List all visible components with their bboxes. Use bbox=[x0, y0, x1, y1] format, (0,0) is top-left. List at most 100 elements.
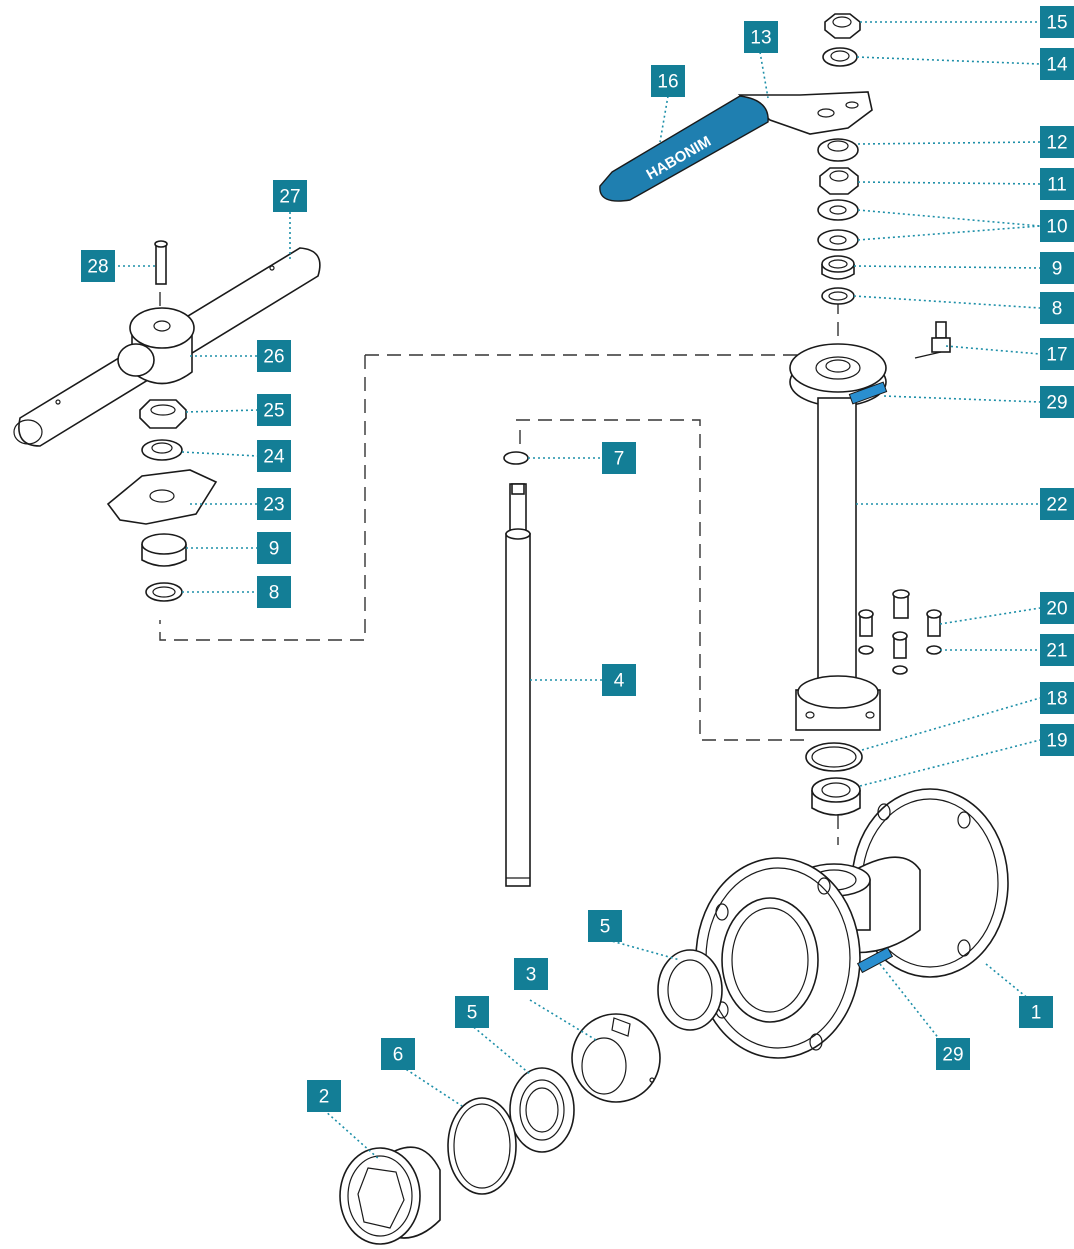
grease-fitting-17 bbox=[914, 321, 951, 359]
end-connector-2 bbox=[339, 1146, 441, 1245]
callout-18: 18 bbox=[1040, 682, 1074, 714]
callout-box bbox=[651, 65, 685, 97]
gasket-6 bbox=[447, 1097, 517, 1195]
callout-box bbox=[81, 250, 115, 282]
callout-number: 11 bbox=[1047, 175, 1067, 196]
callout-box bbox=[1040, 126, 1074, 158]
callout-number: 12 bbox=[1046, 133, 1067, 154]
callout-number: 7 bbox=[614, 449, 625, 470]
callout-4: 4 bbox=[602, 664, 636, 696]
callout-number: 24 bbox=[263, 447, 285, 468]
callout-box bbox=[1040, 210, 1074, 242]
callout-box bbox=[273, 180, 307, 212]
extension-assembly-outline bbox=[159, 354, 830, 641]
callout-number: 19 bbox=[1046, 731, 1067, 752]
callout-box bbox=[588, 910, 622, 942]
bushing-9-left bbox=[141, 533, 187, 567]
callout-box bbox=[257, 488, 291, 520]
callout-box bbox=[1040, 338, 1074, 370]
callout-8: 8 bbox=[1040, 292, 1074, 324]
stem-assembly-outline bbox=[516, 419, 812, 741]
callout-box bbox=[1040, 592, 1074, 624]
leaders bbox=[118, 21, 1041, 1161]
callout-box bbox=[514, 958, 548, 990]
callout-box bbox=[381, 1038, 415, 1070]
callout-box bbox=[1040, 48, 1074, 80]
callout-box bbox=[1019, 996, 1053, 1028]
callout-24: 24 bbox=[257, 440, 291, 472]
callout-box bbox=[455, 996, 489, 1028]
bushing-19 bbox=[811, 777, 861, 816]
callout-box bbox=[936, 1038, 970, 1070]
callout-box bbox=[1040, 488, 1074, 520]
o-ring-7 bbox=[503, 451, 529, 465]
callout-number: 29 bbox=[942, 1045, 963, 1066]
callout-14: 14 bbox=[1040, 48, 1074, 80]
callout-number: 20 bbox=[1046, 599, 1067, 620]
extension-bonnet-22 bbox=[789, 343, 888, 731]
callout-box bbox=[257, 340, 291, 372]
callout-box bbox=[257, 440, 291, 472]
callout-21: 21 bbox=[1040, 634, 1074, 666]
callout-23: 23 bbox=[257, 488, 291, 520]
callout-29: 29 bbox=[936, 1038, 970, 1070]
callout-29: 29 bbox=[1040, 386, 1074, 418]
seal-8-left bbox=[145, 582, 183, 602]
nut-15 bbox=[824, 13, 861, 39]
callout-number: 6 bbox=[393, 1045, 404, 1066]
seat-5-right bbox=[657, 949, 723, 1031]
callout-number: 8 bbox=[1052, 299, 1063, 320]
callout-box bbox=[1040, 682, 1074, 714]
callout-labels: 1514131612111098172922202118191295356227… bbox=[81, 6, 1074, 1112]
stop-plate-23 bbox=[106, 469, 218, 525]
ball-3 bbox=[571, 1013, 661, 1103]
lock-washer-14 bbox=[822, 47, 858, 67]
callout-number: 10 bbox=[1046, 217, 1067, 238]
callout-box bbox=[1040, 252, 1074, 284]
callout-number: 9 bbox=[1052, 259, 1063, 280]
nut-25 bbox=[139, 399, 187, 429]
callout-number: 13 bbox=[750, 28, 771, 49]
callout-26: 26 bbox=[257, 340, 291, 372]
callout-number: 25 bbox=[263, 401, 284, 422]
callout-box bbox=[257, 576, 291, 608]
callout-number: 22 bbox=[1046, 495, 1067, 516]
callout-box bbox=[744, 21, 778, 53]
callout-box bbox=[602, 664, 636, 696]
washers-10 bbox=[817, 199, 859, 251]
callout-number: 15 bbox=[1046, 13, 1067, 34]
callout-10: 10 bbox=[1040, 210, 1074, 242]
washers-21 bbox=[858, 645, 942, 675]
callout-number: 21 bbox=[1046, 641, 1067, 662]
callout-number: 3 bbox=[526, 965, 537, 986]
callout-9: 9 bbox=[1040, 252, 1074, 284]
seal-8 bbox=[821, 287, 855, 305]
callout-5: 5 bbox=[588, 910, 622, 942]
seat-5-left bbox=[509, 1067, 575, 1153]
screw-28 bbox=[154, 240, 168, 285]
stem-4 bbox=[505, 483, 531, 887]
callout-3: 3 bbox=[514, 958, 548, 990]
callout-8: 8 bbox=[257, 576, 291, 608]
callout-box bbox=[1040, 386, 1074, 418]
callout-7: 7 bbox=[602, 442, 636, 474]
callout-22: 22 bbox=[1040, 488, 1074, 520]
bushing-9 bbox=[821, 255, 855, 280]
callout-number: 29 bbox=[1046, 393, 1067, 414]
callout-number: 28 bbox=[87, 257, 108, 278]
callout-19: 19 bbox=[1040, 724, 1074, 756]
callout-number: 26 bbox=[263, 347, 284, 368]
callout-5: 5 bbox=[455, 996, 489, 1028]
callout-box bbox=[1040, 634, 1074, 666]
callout-box bbox=[257, 394, 291, 426]
callout-number: 2 bbox=[319, 1087, 330, 1108]
callout-number: 23 bbox=[263, 495, 284, 516]
callout-28: 28 bbox=[81, 250, 115, 282]
callout-13: 13 bbox=[744, 21, 778, 53]
callout-9: 9 bbox=[257, 532, 291, 564]
callout-box bbox=[1040, 292, 1074, 324]
callout-number: 16 bbox=[657, 72, 678, 93]
lever-handle-16: HABONIM bbox=[599, 91, 873, 202]
